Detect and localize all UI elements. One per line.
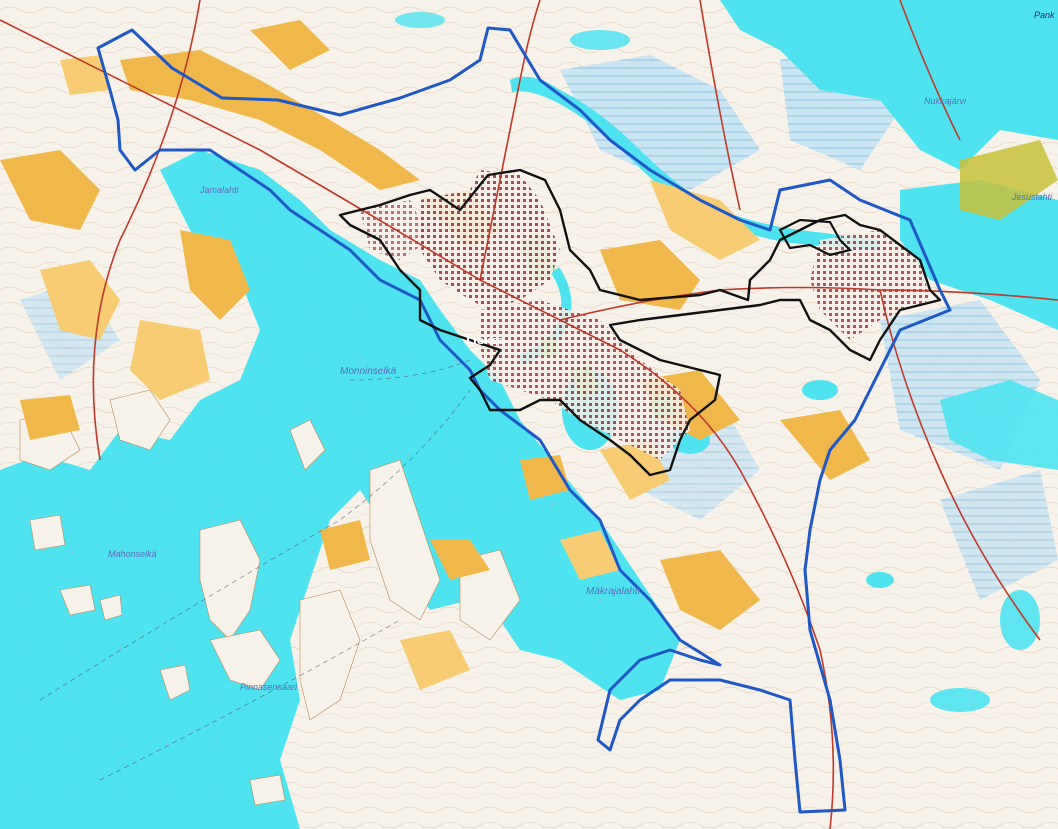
- main-lake: [0, 150, 680, 829]
- urban-areas: [360, 170, 930, 460]
- label-town: Lieksa: [466, 334, 506, 347]
- label-north-lake: Nukkajärvi: [924, 96, 967, 106]
- outer-municipal-boundary: [96, 26, 952, 814]
- label-south-bay: Mäkrajalahti: [586, 586, 641, 597]
- label-bay: Jamalahti: [199, 185, 240, 195]
- label-east-lake: Jesuslahti: [1011, 192, 1053, 202]
- label-southwest-island: Pinnasensaari: [240, 682, 298, 692]
- label-west-lake: Mahonselkä: [108, 549, 157, 559]
- map-labels: Lieksa Monninselkä Jamalahti Mäkrajalaht…: [108, 10, 1055, 692]
- label-corner: Pank: [1034, 10, 1055, 20]
- water-routes: [39, 359, 471, 781]
- inner-boundary-east-segment: [778, 218, 853, 257]
- inner-urban-boundary: [338, 168, 942, 477]
- label-lake-area: Monninselkä: [340, 366, 397, 377]
